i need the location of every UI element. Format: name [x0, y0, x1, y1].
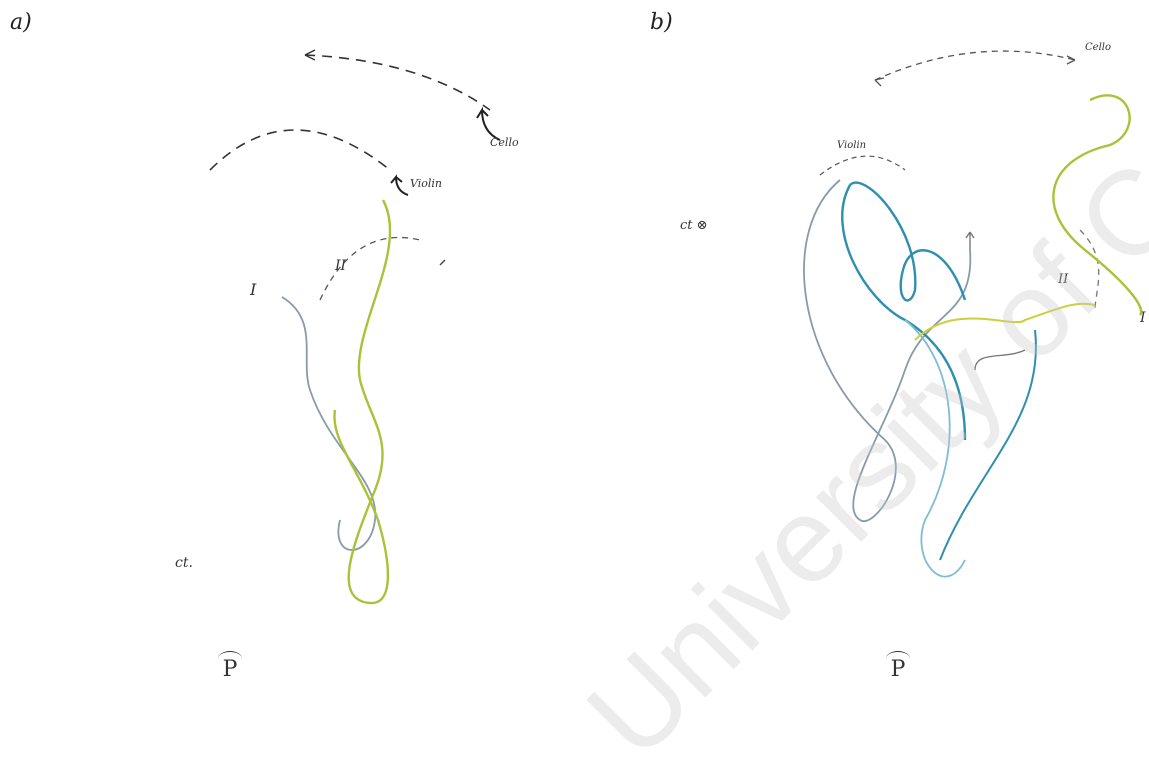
grey-trajectory [282, 297, 375, 550]
cello-annotation: Cello [490, 136, 519, 149]
violin-bow-arrow [391, 177, 408, 195]
cello-dashed-arc [875, 51, 1075, 80]
cello-arrowhead-right [1067, 56, 1075, 64]
panel-b: b) Cello Violin ct ⊗ II I P [575, 0, 1149, 688]
violin-dashed-arc [820, 156, 905, 175]
teal-trajectory [842, 183, 965, 440]
violin-annotation: Violin [837, 140, 866, 151]
roman-one-label: I [1140, 310, 1146, 326]
roman-two-label: II [335, 258, 346, 274]
violin-dashed-arc [210, 130, 390, 170]
cello-arrowhead-left [875, 78, 884, 86]
panel-b-drawing [575, 0, 1149, 688]
teal-lower-trajectory [940, 330, 1036, 560]
fermata-p-label: P [215, 657, 245, 682]
roman-one-label: I [250, 280, 256, 299]
roman-two-label: II [1058, 272, 1068, 287]
cello-dashed-arc [305, 55, 490, 110]
violin-annotation: Violin [410, 177, 442, 190]
cello-annotation: Cello [1085, 42, 1111, 53]
ct-annotation: ct. [175, 555, 193, 571]
grey-dashed-curve [1080, 230, 1099, 310]
panel-a: a) Cello Violin I II ct. P [0, 0, 575, 688]
grey-small-arrow [966, 232, 974, 250]
green-trajectory [915, 304, 1095, 340]
tick-mark [440, 260, 445, 265]
fermata-p-label: P [883, 657, 913, 682]
ct-annotation: ct ⊗ [680, 218, 708, 233]
panel-a-drawing [0, 0, 575, 688]
lightblue-trajectory [905, 320, 965, 577]
grey-curl [975, 350, 1025, 370]
